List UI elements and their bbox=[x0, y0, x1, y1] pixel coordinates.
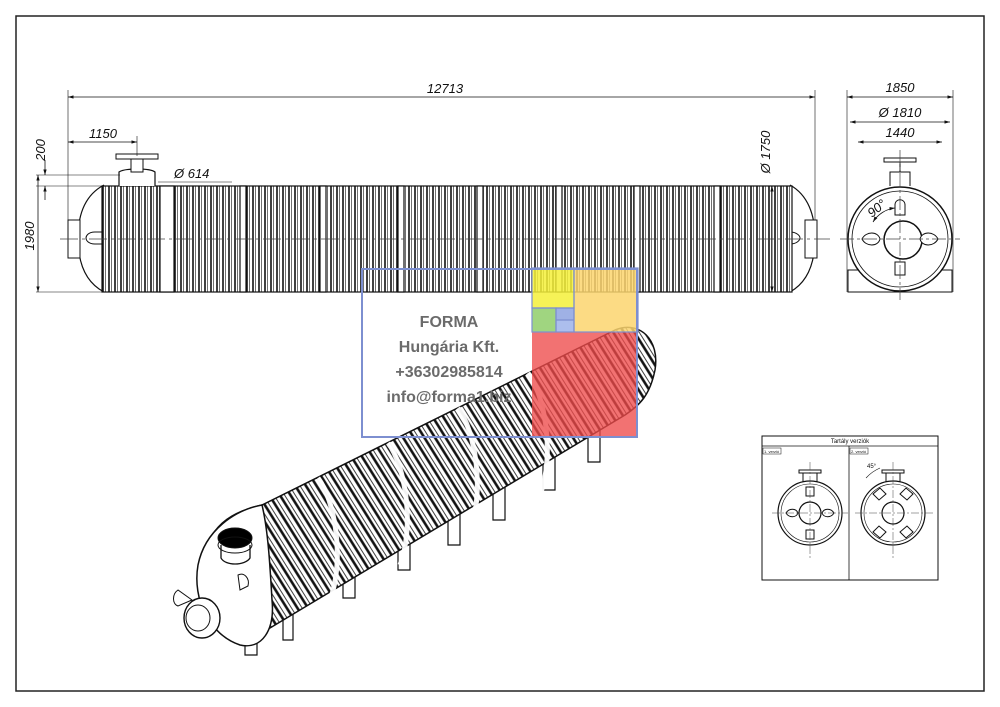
version-1-label: 1. verzió bbox=[764, 449, 780, 454]
company-name-line2: Hungária Kft. bbox=[398, 339, 500, 356]
sheet-frame bbox=[15, 15, 985, 692]
company-email[interactable]: info@forma1.biz bbox=[386, 389, 512, 406]
version-2-angle: 45° bbox=[867, 464, 877, 470]
side-view: 12713 1150 200 1980 Ø 614 Ø 1750 bbox=[22, 81, 830, 293]
logo-red-square bbox=[532, 332, 638, 438]
dim-end-inner: 1440 bbox=[886, 125, 916, 140]
version-2-label: 2. verzió bbox=[851, 449, 867, 454]
versions-panel: Tartály verziók 1. verzió 2. verzió bbox=[761, 435, 939, 581]
logo-orange-square bbox=[574, 268, 638, 332]
dim-inlet-height: 200 bbox=[33, 138, 48, 161]
iso-inlet bbox=[220, 545, 251, 565]
version-2-drawing: 45° bbox=[855, 462, 935, 560]
logo-green-square bbox=[532, 308, 556, 332]
dim-total-height: 1980 bbox=[22, 221, 37, 251]
logo-blue-square bbox=[556, 308, 574, 320]
dim-end-width: 1850 bbox=[886, 80, 916, 95]
dim-end-diameter: Ø 1810 bbox=[878, 105, 922, 120]
logo-yellow-square bbox=[532, 268, 574, 308]
company-phone[interactable]: +36302985814 bbox=[395, 364, 503, 381]
dim-overall-length: 12713 bbox=[427, 81, 464, 96]
logo-squares bbox=[531, 267, 639, 438]
version-1-drawing bbox=[772, 462, 848, 560]
dim-inlet-diameter: Ø 614 bbox=[173, 166, 209, 181]
dim-tank-diameter: Ø 1750 bbox=[758, 130, 773, 174]
company-name: FORMA bbox=[419, 314, 479, 331]
company-contact: FORMA Hungária Kft. +36302985814 info@fo… bbox=[363, 310, 535, 410]
company-logo-box: FORMA Hungária Kft. +36302985814 info@fo… bbox=[361, 268, 638, 438]
dim-inlet-offset: 1150 bbox=[89, 126, 118, 141]
versions-title: Tartály verziók bbox=[831, 439, 870, 445]
end-view: 1850 Ø 1810 1440 90° bbox=[840, 80, 960, 300]
